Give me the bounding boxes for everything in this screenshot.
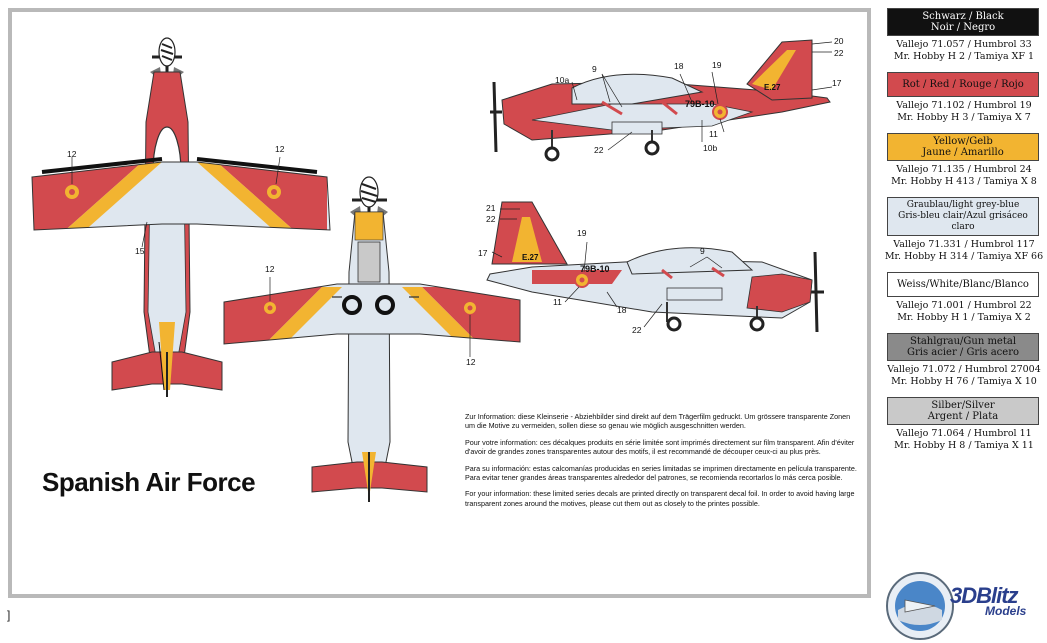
callout-17-bottom: 17: [478, 248, 488, 258]
paint-ref-gun-metal: Vallejo 71.072 / Humbrol 27004 Mr. Hobby…: [887, 364, 1041, 387]
info-french: Pour votre information: ces décalques pr…: [465, 437, 855, 457]
paint-ref-yellow: Vallejo 71.135 / Humbrol 24 Mr. Hobby H …: [891, 164, 1037, 187]
swatch-black: Schwarz / Black Noir / Negro: [887, 8, 1039, 36]
callout-18-top: 18: [674, 61, 684, 71]
callout-17-top: 17: [832, 78, 842, 88]
paint-ref-white: Vallejo 71.001 / Humbrol 22 Mr. Hobby H …: [896, 300, 1032, 323]
paint-legend: Schwarz / Black Noir / Negro Vallejo 71.…: [884, 8, 1044, 461]
callout-18-bottom: 18: [617, 305, 627, 315]
corner-mark: ]: [7, 608, 11, 622]
callout-22-gear-bottom: 22: [632, 325, 642, 335]
decal-info-text: Zur Information: diese Kleinserie - Abzi…: [465, 412, 860, 515]
leader-lines: [71, 41, 833, 357]
info-german: Zur Information: diese Kleinserie - Abzi…: [465, 412, 851, 431]
tail-code-top: E.27: [764, 83, 781, 92]
swatch-light-grey-blue: Graublau/light grey-blue Gris-bleu clair…: [887, 197, 1039, 236]
sheet-title: Spanish Air Force: [42, 467, 256, 497]
paint-ref-light-grey-blue: Vallejo 71.331 / Humbrol 117 Mr. Hobby H…: [884, 239, 1044, 262]
top-view: [31, 37, 331, 397]
side-view-left: E.27 79B-10: [490, 39, 831, 162]
serial-top: 79B-10: [685, 99, 715, 109]
callout-11-top: 11: [709, 129, 718, 139]
callout-9-bottom: 9: [700, 246, 705, 256]
callout-21: 21: [486, 203, 496, 213]
swatch-yellow: Yellow/Gelb Jaune / Amarillo: [887, 133, 1039, 161]
swatch-white: Weiss/White/Blanc/Blanco: [887, 272, 1039, 297]
logo-sub: Models: [985, 604, 1027, 618]
info-english: For your information: these limited seri…: [465, 489, 855, 508]
paint-ref-silver: Vallejo 71.064 / Humbrol 11 Mr. Hobby H …: [894, 428, 1034, 451]
serial-bottom: 79B-10: [580, 264, 610, 274]
callout-10b: 10b: [703, 143, 718, 153]
callout-22-tail-bottom: 22: [486, 214, 496, 224]
marking-sheet: E.27 79B-10 E.27 79B-10: [8, 8, 871, 598]
callout-19-bottom: 19: [577, 228, 587, 238]
swatch-silver: Silber/Silver Argent / Plata: [887, 397, 1039, 425]
callout-12-under-right: 12: [466, 357, 476, 367]
swatch-red: Rot / Red / Rouge / Rojo: [887, 72, 1039, 97]
callout-22-top: 22: [834, 48, 844, 58]
callout-22-gear-top: 22: [594, 145, 604, 155]
info-spanish: Para su información: estas calcomanías p…: [465, 463, 857, 483]
callout-9-top: 9: [592, 64, 597, 74]
brand-logo-icon: [886, 572, 954, 640]
callout-19-top: 19: [712, 60, 722, 70]
callout-12-left-wing: 12: [67, 149, 77, 159]
callout-20: 20: [834, 36, 844, 46]
logo-brand: 3DBlitz: [950, 583, 1019, 608]
aircraft-drawings: E.27 79B-10 E.27 79B-10: [31, 37, 833, 502]
callout-10a: 10a: [555, 75, 570, 85]
paint-ref-red: Vallejo 71.102 / Humbrol 19 Mr. Hobby H …: [896, 100, 1032, 123]
callout-12-right-wing: 12: [275, 144, 285, 154]
tail-code-bottom: E.27: [522, 253, 539, 262]
bottom-view: [223, 176, 521, 502]
callout-12-under-left: 12: [265, 264, 275, 274]
paint-ref-black: Vallejo 71.057 / Humbrol 33 Mr. Hobby H …: [893, 39, 1035, 62]
callout-11-bottom: 11: [553, 297, 562, 307]
callout-15: 15: [135, 246, 145, 256]
swatch-gun-metal: Stahlgrau/Gun metal Gris acier / Gris ac…: [887, 333, 1039, 361]
